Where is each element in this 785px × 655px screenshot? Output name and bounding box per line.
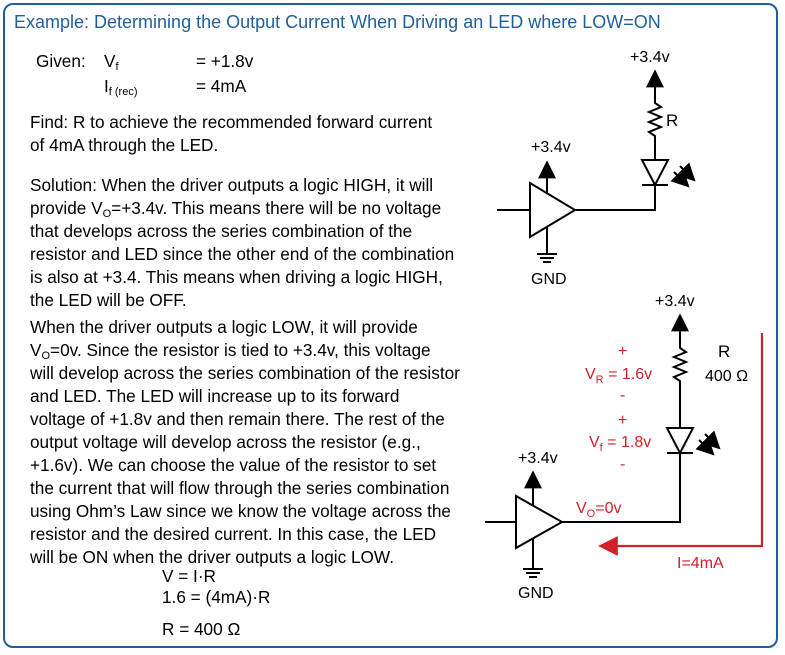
bottom-circuit (485, 313, 721, 578)
bottom-led-triangle (665, 427, 695, 456)
vr-label: VR = 1.6v (585, 366, 652, 386)
top-output-wire (575, 185, 656, 211)
equation-result: R = 400 Ω (162, 619, 241, 639)
bottom-output-wire (562, 453, 681, 523)
top-led-emission-arrow-2 (676, 162, 696, 182)
bottom-driver-supply-label: +3.4v (518, 450, 558, 467)
vf-plus-sign: + (618, 412, 627, 429)
top-driver-supply-label: +3.4v (531, 139, 571, 156)
solution-paragraph-low: When the driver outputs a logic LOW, it … (30, 317, 460, 567)
current-label: I=4mA (677, 555, 724, 572)
bottom-supply-label: +3.4v (655, 293, 695, 310)
equation-substitution: 1.6 = (4mA)·R (162, 587, 271, 607)
top-ground-label: GND (531, 271, 567, 288)
given-label: Given: (36, 51, 86, 71)
vf-minus-sign: - (620, 456, 625, 473)
vr-minus-sign: - (620, 387, 625, 404)
bottom-led-emission-arrow-1 (695, 436, 715, 456)
given-vf-symbol: Vf (104, 51, 119, 73)
vf-label: Vf = 1.8v (589, 434, 651, 454)
bottom-ground-label: GND (518, 585, 554, 602)
top-led-emission-arrow-1 (670, 168, 690, 188)
top-resistor-zigzag (646, 97, 664, 160)
top-circuit (497, 69, 696, 263)
bottom-resistor-zigzag (671, 342, 689, 428)
find-text: Find: R to achieve the recommended forwa… (30, 112, 433, 155)
top-supply-label: +3.4v (630, 49, 670, 66)
given-if-value: = 4mA (196, 76, 247, 96)
solution-paragraph-high: Solution: When the driver outputs a logi… (30, 175, 455, 310)
top-driver-buffer (529, 181, 577, 239)
bottom-driver-buffer (515, 494, 565, 550)
figure-frame (3, 3, 778, 648)
given-vf-value: = +1.8v (196, 51, 254, 71)
bottom-led-emission-arrow-2 (701, 430, 721, 450)
vo-label: VO=0v (576, 500, 621, 520)
given-if-symbol: If (rec) (104, 76, 138, 98)
top-resistor-label: R (666, 111, 678, 130)
equation-ohms-law: V = I·R (162, 566, 216, 586)
bottom-resistor-label: R (718, 342, 730, 361)
current-flow-arrow (598, 333, 764, 556)
vr-plus-sign: + (618, 343, 627, 360)
top-led-triangle (640, 159, 670, 188)
figure-title: Example: Determining the Output Current … (14, 12, 661, 32)
bottom-resistor-value: 400 Ω (705, 368, 748, 385)
bottom-annotations: + VR = 1.6v - + Vf = 1.8v - VO=0v I=4mA (576, 343, 724, 572)
